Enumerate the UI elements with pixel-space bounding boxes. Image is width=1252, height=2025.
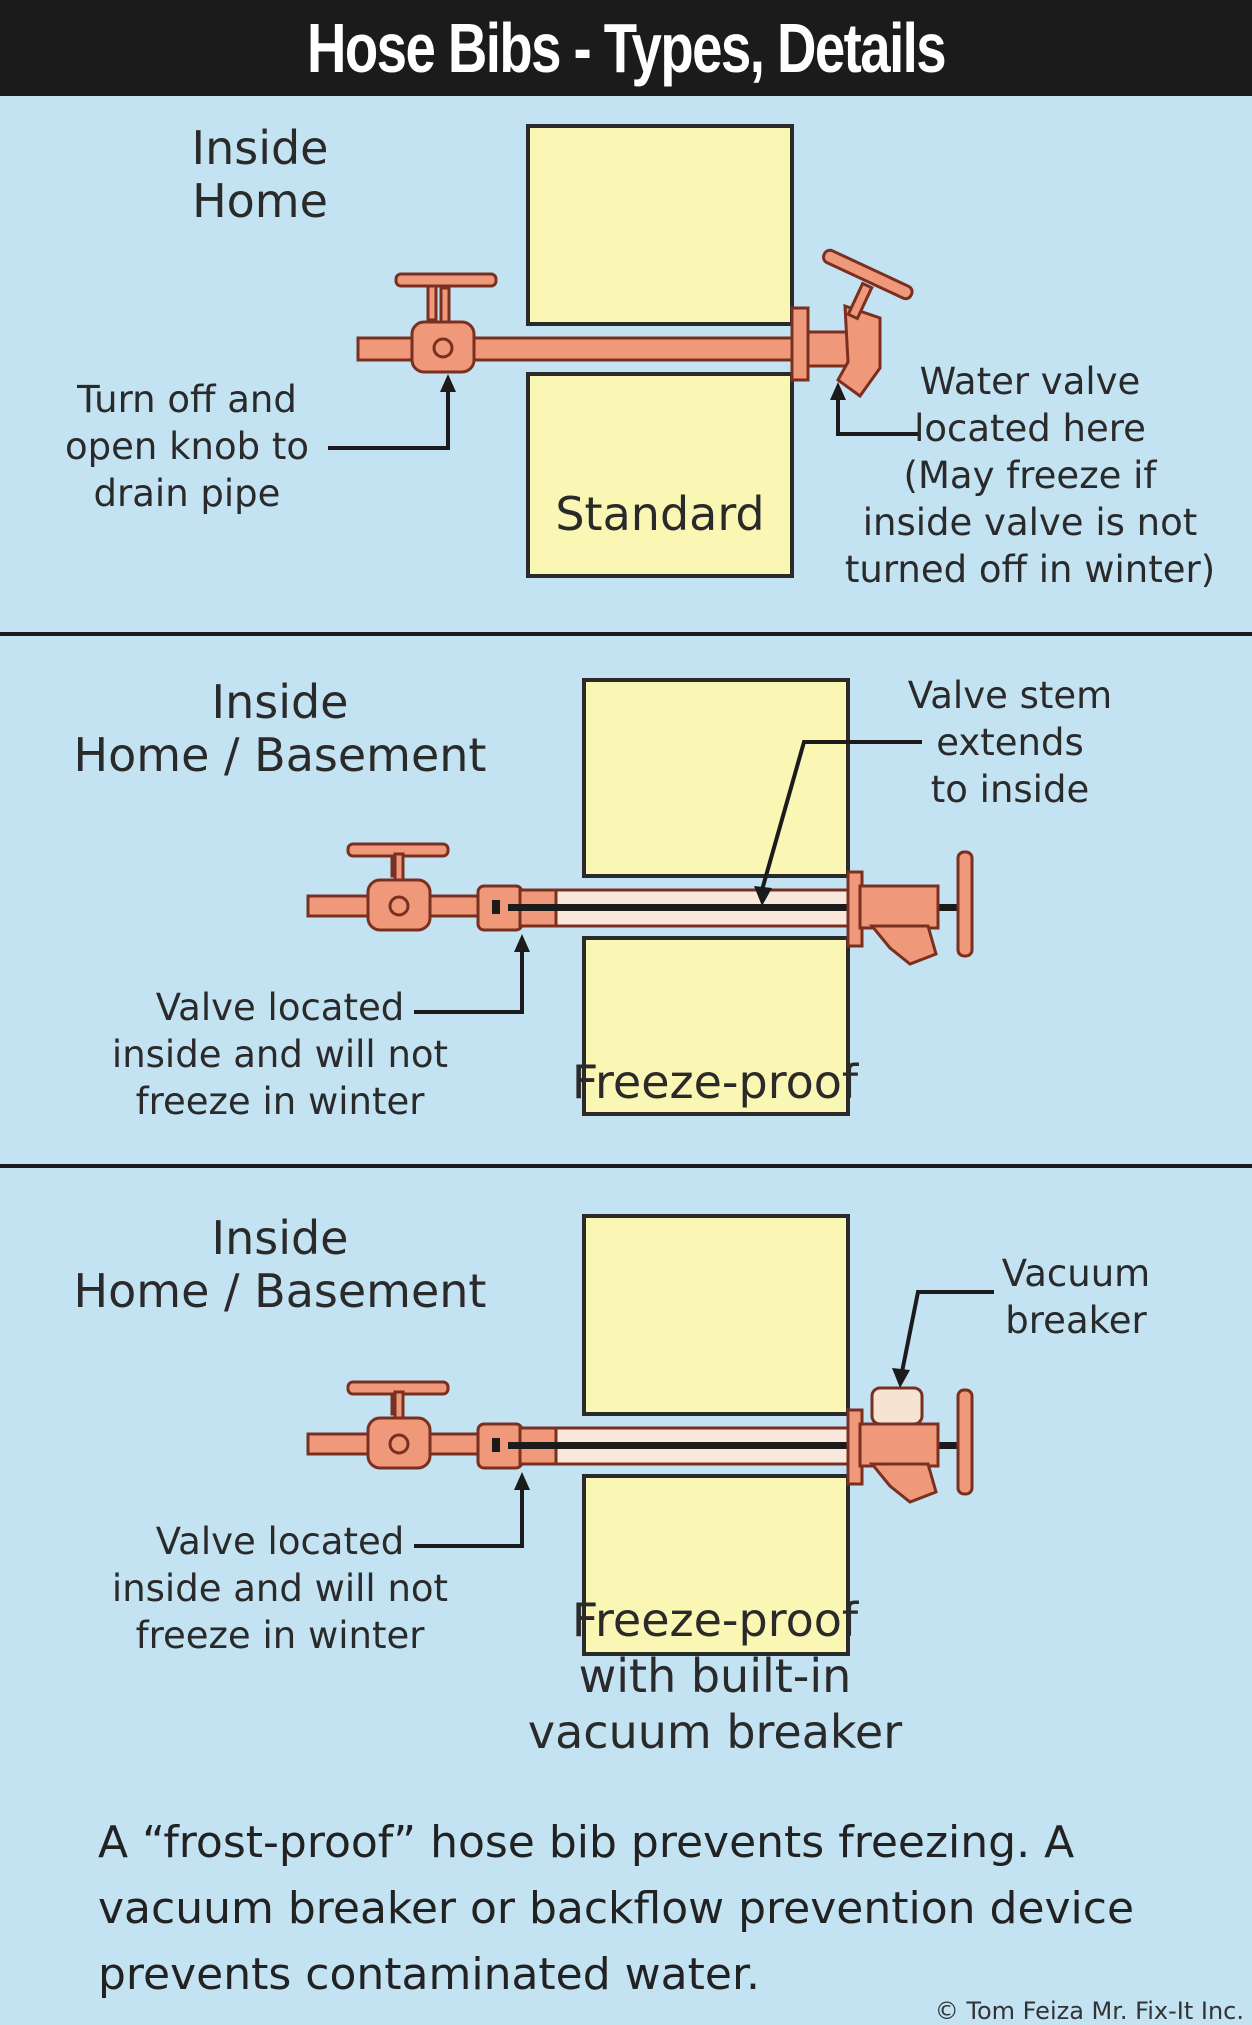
caption-line: prevents contaminated water. (98, 1949, 760, 2000)
vacuum-breaker-drawing (306, 1214, 994, 1656)
freeze-proof-wall-upper (582, 678, 850, 878)
standard-wall-upper (526, 124, 794, 326)
freeze-proof-valve-stem (508, 904, 960, 911)
standard-right-note: Water valve located here (May freeze if … (844, 360, 1216, 591)
standard-wall-lower (526, 372, 794, 578)
freeze-proof-inside-label: Inside Home / Basement (73, 675, 487, 782)
standard-shutoff-valve-icon (394, 272, 498, 374)
panel-vacuum-breaker: Inside Home / Basement Valve located ins… (0, 1168, 1252, 1768)
vacuum-breaker-valve-stem (508, 1442, 960, 1449)
vacuum-breaker-inside-label: Inside Home / Basement (73, 1211, 487, 1318)
vacuum-breaker-wall-lower (582, 1474, 850, 1656)
caption: A “frost-proof” hose bib prevents freezi… (98, 1810, 1218, 2008)
freeze-proof-left-note: Valve located inside and will not freeze… (111, 986, 449, 1123)
standard-drawing (328, 124, 918, 578)
freeze-proof-type-label: Freeze-proof (571, 1055, 859, 1109)
vacuum-breaker-right-note: Vacuum breaker (1001, 1252, 1151, 1342)
standard-inside-label: Inside Home (191, 121, 329, 228)
vacuum-breaker-shutoff-valve-icon (346, 1380, 450, 1470)
freeze-proof-outdoor-faucet-icon (846, 850, 974, 966)
panel-standard: Inside Home Turn off and open knob to dr… (0, 96, 1252, 634)
copyright-credit: © Tom Feiza Mr. Fix-It Inc. (934, 1997, 1244, 2025)
vacuum-breaker-cap-icon (870, 1386, 924, 1426)
divider-1 (0, 632, 1252, 636)
vacuum-breaker-left-arrow (414, 1486, 524, 1548)
standard-type-label: Standard (555, 487, 765, 541)
caption-line: A “frost-proof” hose bib prevents freezi… (98, 1817, 1075, 1868)
title-bar: Hose Bibs - Types, Details (0, 0, 1252, 96)
standard-right-arrow (836, 396, 918, 436)
freeze-proof-left-arrow (414, 948, 524, 1014)
freeze-proof-drawing (306, 678, 974, 1116)
divider-2 (0, 1164, 1252, 1168)
page-title: Hose Bibs - Types, Details (306, 9, 947, 87)
vacuum-breaker-wall-upper (582, 1214, 850, 1416)
freeze-proof-right-note: Valve stem extends to inside (907, 674, 1113, 811)
vacuum-breaker-outdoor-faucet-icon (846, 1388, 974, 1504)
freeze-proof-shutoff-valve-icon (346, 842, 450, 932)
freeze-proof-stem-arrow (760, 740, 922, 891)
vacuum-breaker-arrow (900, 1290, 994, 1373)
panel-freeze-proof: Inside Home / Basement Valve located ins… (0, 636, 1252, 1164)
standard-left-note: Turn off and open knob to drain pipe (64, 378, 309, 515)
caption-line: vacuum breaker or backflow prevention de… (98, 1883, 1135, 1934)
vacuum-breaker-left-note: Valve located inside and will not freeze… (111, 1520, 449, 1657)
standard-outdoor-faucet-icon (790, 248, 914, 399)
standard-left-arrow (328, 388, 450, 450)
freeze-proof-wall-lower (582, 936, 850, 1116)
vacuum-breaker-type-label: Freeze-proof with built-in vacuum breake… (527, 1593, 903, 1759)
